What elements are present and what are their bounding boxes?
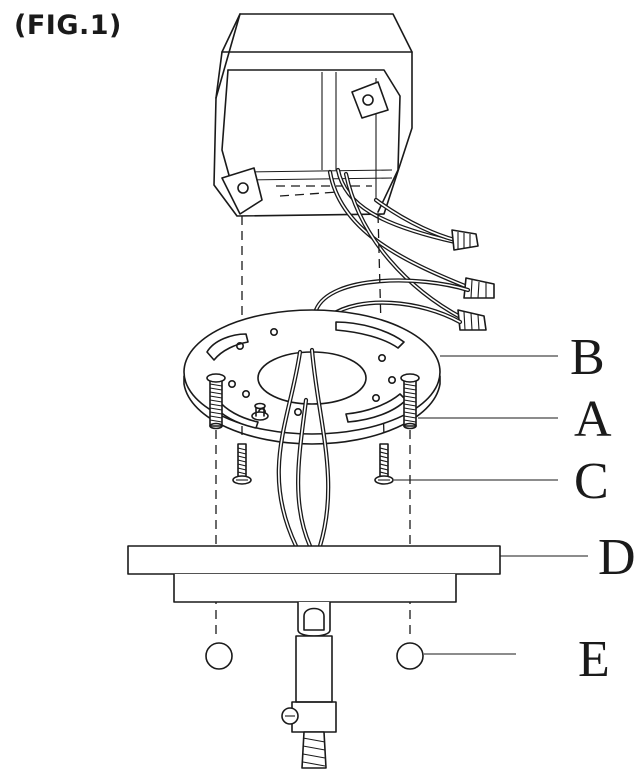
mounting-screw-right bbox=[374, 443, 394, 485]
cap-nut-left bbox=[205, 642, 233, 670]
leader-lines bbox=[394, 355, 588, 655]
junction-box bbox=[213, 13, 413, 217]
mounting-screw-left bbox=[232, 443, 252, 485]
figure-title: (FIG.1) bbox=[14, 10, 122, 41]
swivel-stem bbox=[281, 602, 337, 769]
threaded-rod-right bbox=[400, 373, 420, 430]
wire-nut-lower bbox=[457, 309, 487, 331]
fixture-wires-lower bbox=[276, 347, 331, 549]
crossbar-mounting-plate bbox=[183, 309, 441, 445]
canopy bbox=[127, 545, 501, 603]
wire-nut-middle bbox=[463, 277, 495, 299]
wire-nut-upper bbox=[451, 229, 479, 251]
supply-wires bbox=[327, 167, 473, 321]
callout-a: A bbox=[574, 391, 612, 448]
callout-e: E bbox=[578, 631, 610, 688]
callout-d: D bbox=[598, 529, 636, 586]
threaded-rod-left bbox=[206, 373, 226, 430]
callout-c: C bbox=[574, 453, 609, 510]
cap-nut-right bbox=[396, 642, 424, 670]
cap-nuts bbox=[205, 642, 424, 670]
callout-b: B bbox=[570, 329, 605, 386]
